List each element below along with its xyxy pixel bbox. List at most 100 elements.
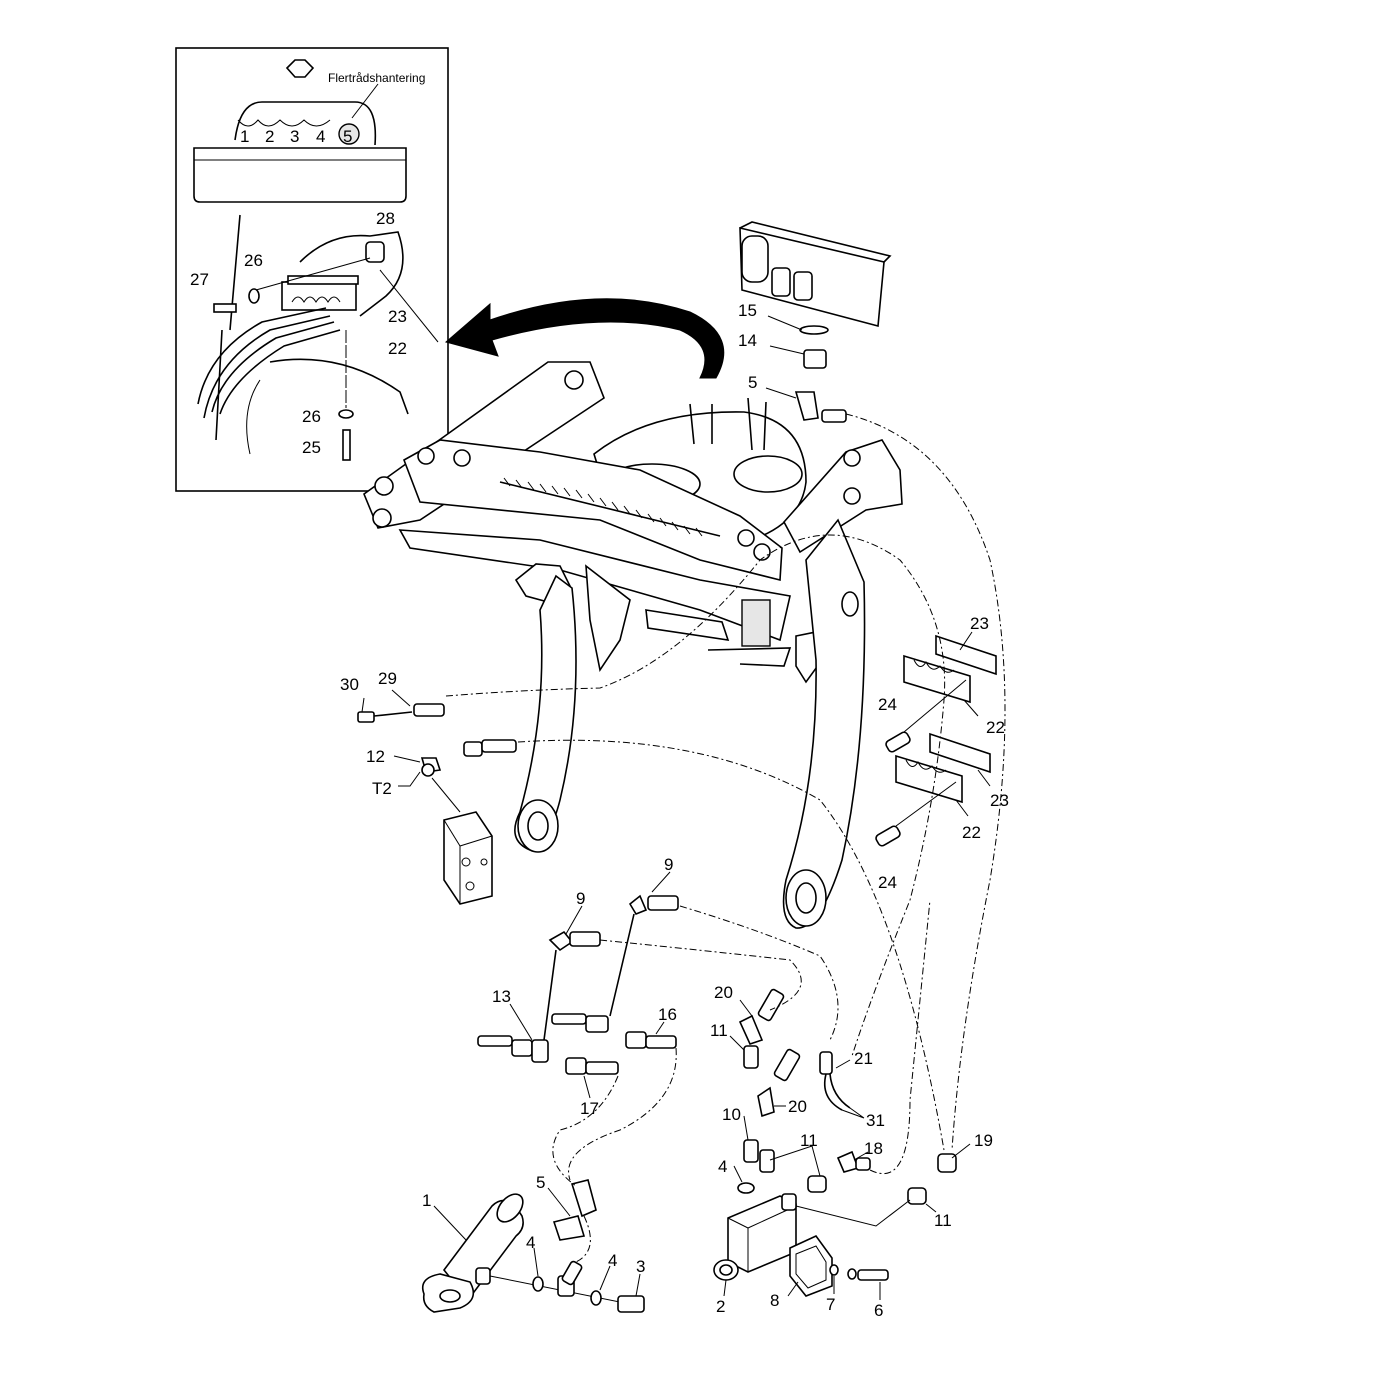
valve-port-2-inner bbox=[719, 1264, 733, 1276]
sensor-29 bbox=[413, 703, 445, 717]
o-ring-4c bbox=[590, 1290, 602, 1306]
main-frame-assembly bbox=[363, 361, 903, 929]
hose-9a-line bbox=[543, 949, 557, 1041]
callout-31: 31 bbox=[866, 1111, 885, 1130]
o-ring-15 bbox=[799, 325, 829, 335]
hose-end-9a bbox=[569, 931, 601, 947]
callout-4-left: 4 bbox=[526, 1233, 535, 1252]
callout-21: 21 bbox=[854, 1049, 873, 1068]
callout-5-bottom: 5 bbox=[536, 1173, 545, 1192]
callout-4-mid: 4 bbox=[718, 1157, 727, 1176]
callout-14: 14 bbox=[738, 331, 757, 350]
selector-base bbox=[193, 147, 407, 203]
right-arm-pin-2 bbox=[843, 487, 861, 505]
hose-9b-line bbox=[609, 913, 635, 1017]
outer-pin-lower bbox=[372, 508, 392, 528]
route-9-to-20 bbox=[599, 905, 839, 1041]
callout-22-upper: 22 bbox=[986, 718, 1005, 737]
fitting-18-nut bbox=[855, 1157, 871, 1171]
clamp-block bbox=[281, 281, 357, 311]
callout-22-lower: 22 bbox=[962, 823, 981, 842]
callout-20-upper: 20 bbox=[714, 983, 733, 1002]
screw-axis-lower bbox=[895, 781, 957, 827]
mode-leader bbox=[351, 83, 379, 119]
washer-26-upper bbox=[248, 288, 260, 304]
lead-31 bbox=[841, 1107, 865, 1119]
callout-23-inset: 23 bbox=[388, 307, 407, 326]
turntable-port bbox=[733, 455, 803, 493]
hose-end-5b-lower bbox=[561, 1260, 583, 1286]
fitting-T2 bbox=[421, 763, 435, 777]
screw-axis-upper bbox=[903, 679, 967, 733]
callout-26-upper: 26 bbox=[244, 251, 263, 270]
lead-18 bbox=[853, 1151, 869, 1161]
hose-routes bbox=[345, 336, 1006, 1263]
rack bbox=[499, 481, 721, 537]
nut-13 bbox=[511, 1039, 533, 1057]
valve-block-2-edge-1 bbox=[727, 1217, 749, 1229]
clamp-teeth bbox=[291, 296, 341, 303]
valve-block-edge-1 bbox=[443, 819, 461, 847]
sensor-box-top bbox=[739, 221, 892, 263]
left-leg-eye-bore bbox=[527, 811, 549, 841]
fitting-16 bbox=[625, 1031, 647, 1049]
hose-end-17 bbox=[585, 1061, 619, 1075]
lead-23b bbox=[959, 631, 973, 651]
callout-29: 29 bbox=[378, 669, 397, 688]
right-arm-pin bbox=[843, 449, 861, 467]
route-5b-lower bbox=[575, 1215, 591, 1263]
lead-14 bbox=[769, 345, 805, 355]
elbow-20b bbox=[757, 1086, 775, 1118]
screw-25 bbox=[342, 429, 351, 461]
adapter-11b bbox=[759, 1149, 775, 1173]
hose-tee-middle bbox=[551, 1013, 587, 1025]
fitting-18 bbox=[836, 1150, 860, 1173]
callout-9-left: 9 bbox=[576, 889, 585, 908]
mode-label: Flertrådshantering bbox=[328, 71, 425, 85]
clamp-set-lower bbox=[875, 732, 991, 847]
lead-9b bbox=[651, 871, 671, 893]
fitting-11c bbox=[907, 1187, 927, 1205]
callout-26-lower: 26 bbox=[302, 407, 321, 426]
o-ring-4b bbox=[532, 1276, 544, 1292]
lead-15 bbox=[767, 315, 803, 331]
cylinder-barrel-1 bbox=[442, 1199, 524, 1302]
callout-17: 17 bbox=[580, 1099, 599, 1118]
lead-19 bbox=[951, 1143, 971, 1159]
left-gusset bbox=[585, 564, 631, 673]
hose-end-20b-upper bbox=[773, 1048, 801, 1082]
washer-26-lower bbox=[338, 409, 354, 419]
right-leg-hole bbox=[841, 591, 859, 617]
clamp-plate bbox=[287, 275, 359, 285]
valve-block-edge-2 bbox=[459, 835, 493, 847]
lead-22b bbox=[963, 699, 979, 717]
plate-pin-mid bbox=[453, 449, 471, 467]
position-2: 2 bbox=[265, 127, 274, 146]
callout-22-inset: 22 bbox=[388, 339, 407, 358]
fitting-17 bbox=[565, 1057, 587, 1075]
wires-31 bbox=[823, 1073, 851, 1111]
lead-23c bbox=[977, 769, 991, 787]
lead-1 bbox=[433, 1205, 467, 1241]
right-leg bbox=[782, 518, 866, 929]
sensor-port-2 bbox=[793, 271, 813, 301]
callout-24-upper: 24 bbox=[878, 695, 897, 714]
hose-end-9b bbox=[647, 895, 679, 911]
sensor-box bbox=[739, 221, 892, 423]
lead-2 bbox=[723, 1279, 727, 1297]
panel-curve bbox=[246, 379, 261, 455]
center-shaft bbox=[707, 647, 792, 667]
connector-30 bbox=[357, 711, 375, 723]
elbow-5b bbox=[552, 1215, 586, 1241]
elbow-20a bbox=[738, 1014, 764, 1045]
plug-14 bbox=[803, 349, 827, 369]
lead-4a bbox=[733, 1165, 743, 1183]
lead-29 bbox=[391, 689, 411, 707]
callout-13: 13 bbox=[492, 987, 511, 1006]
screw-24-lower bbox=[875, 825, 901, 847]
position-5: 5 bbox=[343, 127, 352, 146]
gasket-8-inner bbox=[795, 1245, 827, 1289]
callout-1: 1 bbox=[422, 1191, 431, 1210]
rear-uprights bbox=[689, 397, 767, 451]
